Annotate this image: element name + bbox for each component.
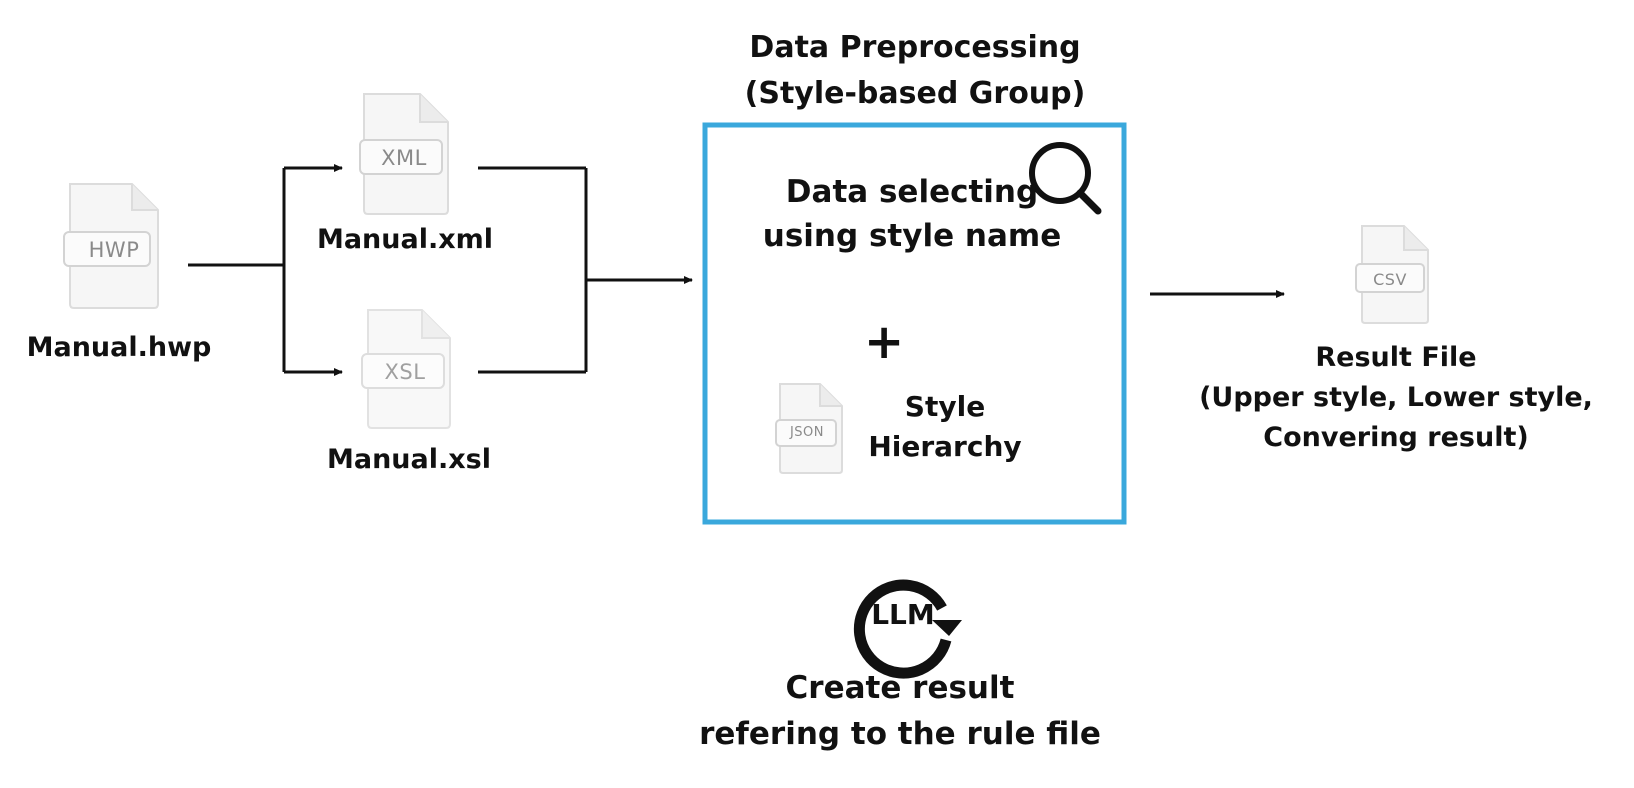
xsl-file-caption: Manual.xsl bbox=[326, 444, 491, 475]
preprocessing-title-line1: Data Preprocessing bbox=[749, 30, 1081, 65]
json-file-tag: JSON bbox=[789, 425, 825, 440]
hwp-file-tag: HWP bbox=[88, 238, 140, 262]
search-icon bbox=[1029, 142, 1102, 215]
xsl-file-icon: XSL bbox=[358, 306, 464, 430]
xml-file-caption: Manual.xml bbox=[316, 224, 494, 255]
xml-file-tag: XML bbox=[381, 146, 427, 170]
data-selecting-line2: using style name bbox=[762, 218, 1062, 254]
style-hierarchy-line2: Hierarchy bbox=[868, 430, 1022, 463]
llm-badge: LLM bbox=[871, 598, 935, 631]
xsl-file-tag: XSL bbox=[384, 360, 426, 384]
csv-file-tag: CSV bbox=[1373, 270, 1407, 289]
hwp-file-caption: Manual.hwp bbox=[26, 332, 212, 363]
hwp-file-icon: HWP bbox=[56, 166, 172, 318]
llm-caption-line2: refering to the rule file bbox=[699, 716, 1101, 752]
preprocessing-title-line2: (Style-based Group) bbox=[744, 76, 1086, 111]
plus-sign: + bbox=[864, 314, 905, 370]
data-selecting-line1: Data selecting bbox=[785, 174, 1039, 210]
result-line3: Convering result) bbox=[1263, 422, 1529, 453]
style-hierarchy-line1: Style bbox=[904, 390, 986, 423]
result-line2: (Upper style, Lower style, bbox=[1199, 382, 1593, 413]
llm-caption-line1: Create result bbox=[785, 670, 1015, 706]
result-line1: Result File bbox=[1315, 342, 1477, 373]
json-file-icon: JSON bbox=[772, 380, 850, 476]
refresh-cycle-icon bbox=[853, 579, 962, 679]
xml-file-icon: XML bbox=[356, 88, 464, 218]
csv-file-icon: CSV bbox=[1352, 222, 1436, 326]
preprocessing-box bbox=[702, 122, 1127, 525]
